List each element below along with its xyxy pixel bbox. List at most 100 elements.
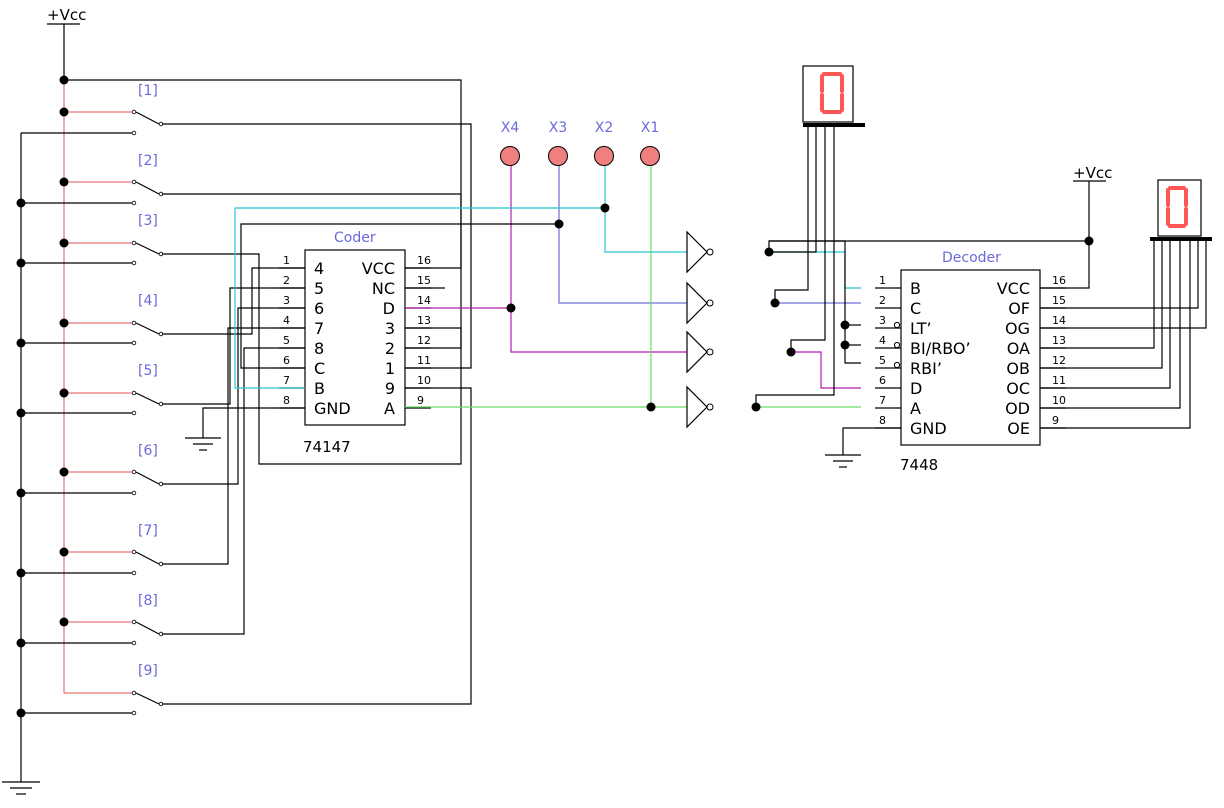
decoder-left-pin-name: GND <box>910 419 947 438</box>
net-x3 <box>558 165 861 304</box>
switch-9[interactable]: [9] <box>131 663 164 716</box>
decoder-left-pin-name: BI/RBO’ <box>910 339 971 358</box>
switch-1[interactable]: [1] <box>131 83 164 136</box>
switch-5[interactable]: [5] <box>131 363 164 416</box>
coder-left-pin-name: GND <box>314 399 351 418</box>
switch-label: [3] <box>138 213 158 229</box>
probe-label: X2 <box>595 120 614 136</box>
switch-blade[interactable] <box>135 392 160 405</box>
coder-right-pin-num: 10 <box>417 374 431 387</box>
coder-left-pin-name: B <box>314 379 325 398</box>
seven-segment-display-2 <box>1150 179 1212 241</box>
switch-8[interactable]: [8] <box>131 593 164 646</box>
inverter-group <box>686 230 714 429</box>
coder-right-pin-num: 12 <box>417 334 431 347</box>
decoder-right-pin-name: OG <box>1005 319 1030 338</box>
switch-7[interactable]: [7] <box>131 523 164 576</box>
inverter-3 <box>686 330 714 374</box>
decoder-left-pin-name: C <box>910 299 921 318</box>
coder-right-pin-name: 1 <box>385 359 395 378</box>
decoder-right-pin-num: 15 <box>1052 294 1066 307</box>
display-group <box>802 65 1212 241</box>
vcc-supply-left: +Vcc <box>47 6 86 80</box>
probe-label: X4 <box>501 120 520 136</box>
coder-left-pin-num: 1 <box>283 254 290 267</box>
decoder-right-pin-num: 14 <box>1052 314 1066 327</box>
coder-right-pin-num: 15 <box>417 274 431 287</box>
coder-left-pin-name: C <box>314 359 325 378</box>
decoder-left-pin-num: 2 <box>879 294 886 307</box>
switch-blade[interactable] <box>135 111 160 125</box>
coder-right-pin-name: VCC <box>362 259 395 278</box>
coder-left-pin-name: 8 <box>314 339 324 358</box>
junction-dots <box>16 75 1094 718</box>
inverter-4 <box>686 385 714 429</box>
decoder-left-pin-name: B <box>910 279 921 298</box>
probe-x2[interactable]: X2 <box>594 120 614 166</box>
probe-lamp[interactable] <box>548 146 568 166</box>
decoder-right-pin-name: OC <box>1006 379 1030 398</box>
switch-label: [7] <box>138 523 158 539</box>
probe-x3[interactable]: X3 <box>548 120 568 166</box>
switch-2[interactable]: [2] <box>131 153 164 206</box>
coder-left-pin-name: 7 <box>314 319 324 338</box>
coder-left-pin-name: 4 <box>314 259 324 278</box>
vcc-label: +Vcc <box>47 6 86 24</box>
ground-symbol-left <box>2 781 40 795</box>
coder-part: 74147 <box>303 438 351 456</box>
decoder-right-pin-name: OD <box>1005 399 1030 418</box>
coder-right-pin-name: 2 <box>385 339 395 358</box>
probe-lamp[interactable] <box>640 146 660 166</box>
switch-blade[interactable] <box>135 322 160 335</box>
coder-left-pin-num: 8 <box>283 394 290 407</box>
coder-left-pin-num: 6 <box>283 354 290 367</box>
decoder-left-pin-num: 8 <box>879 414 886 427</box>
coder-left-pin-num: 3 <box>283 294 290 307</box>
decoder-right-pin-num: 10 <box>1052 394 1066 407</box>
decoder-right-pin-name: OB <box>1006 359 1030 378</box>
decoder-right-pin-num: 12 <box>1052 354 1066 367</box>
decoder-left-pin-name: D <box>910 379 922 398</box>
inverter-2 <box>686 281 714 325</box>
coder-left-pin-name: 5 <box>314 279 324 298</box>
probe-group: X4 X3 X2 X1 <box>500 120 660 166</box>
decoder-left-pin-num: 5 <box>879 354 886 367</box>
coder-right-pin-num: 11 <box>417 354 431 367</box>
coder-right-pin-num: 9 <box>417 394 424 407</box>
coder-right-pin-name: NC <box>372 279 395 298</box>
decoder-right-pin-name: OA <box>1007 339 1030 358</box>
probe-x4[interactable]: X4 <box>500 120 520 166</box>
probe-lamp[interactable] <box>594 146 614 166</box>
vcc-supply-right: +Vcc <box>1040 164 1112 289</box>
switch-blade[interactable] <box>135 181 160 195</box>
switch-label: [4] <box>138 293 158 309</box>
decoder-output-wires <box>1040 240 1207 429</box>
switch-label: [8] <box>138 593 158 609</box>
switch-blade[interactable] <box>135 242 160 255</box>
net-x4 <box>405 165 861 389</box>
switch-6[interactable]: [6] <box>131 443 164 496</box>
ground-rail <box>20 132 136 782</box>
coder-title: Coder <box>334 230 376 246</box>
switch-blade[interactable] <box>135 471 160 485</box>
switch-blade[interactable] <box>135 621 160 635</box>
switch-3[interactable]: [3] <box>131 213 164 266</box>
switch-4[interactable]: [4] <box>131 293 164 346</box>
decoder-part: 7448 <box>900 456 938 474</box>
decoder-left-pin-name: A <box>910 399 921 418</box>
coder-right-pin-name: 9 <box>385 379 395 398</box>
switch-label: [1] <box>138 83 158 99</box>
decoder-right-pin-num: 13 <box>1052 334 1066 347</box>
switch-blade[interactable] <box>135 551 160 565</box>
decoder-body <box>900 269 1041 446</box>
switch-label: [9] <box>138 663 158 679</box>
probe-lamp[interactable] <box>500 146 520 166</box>
decoder-left-pin-num: 4 <box>879 334 886 347</box>
probe-x1[interactable]: X1 <box>640 120 660 166</box>
switch-label: [5] <box>138 363 158 379</box>
decoder-right-pin-name: OE <box>1007 419 1030 438</box>
decoder-left-pin-num: 7 <box>879 394 886 407</box>
switch-blade[interactable] <box>135 692 160 705</box>
